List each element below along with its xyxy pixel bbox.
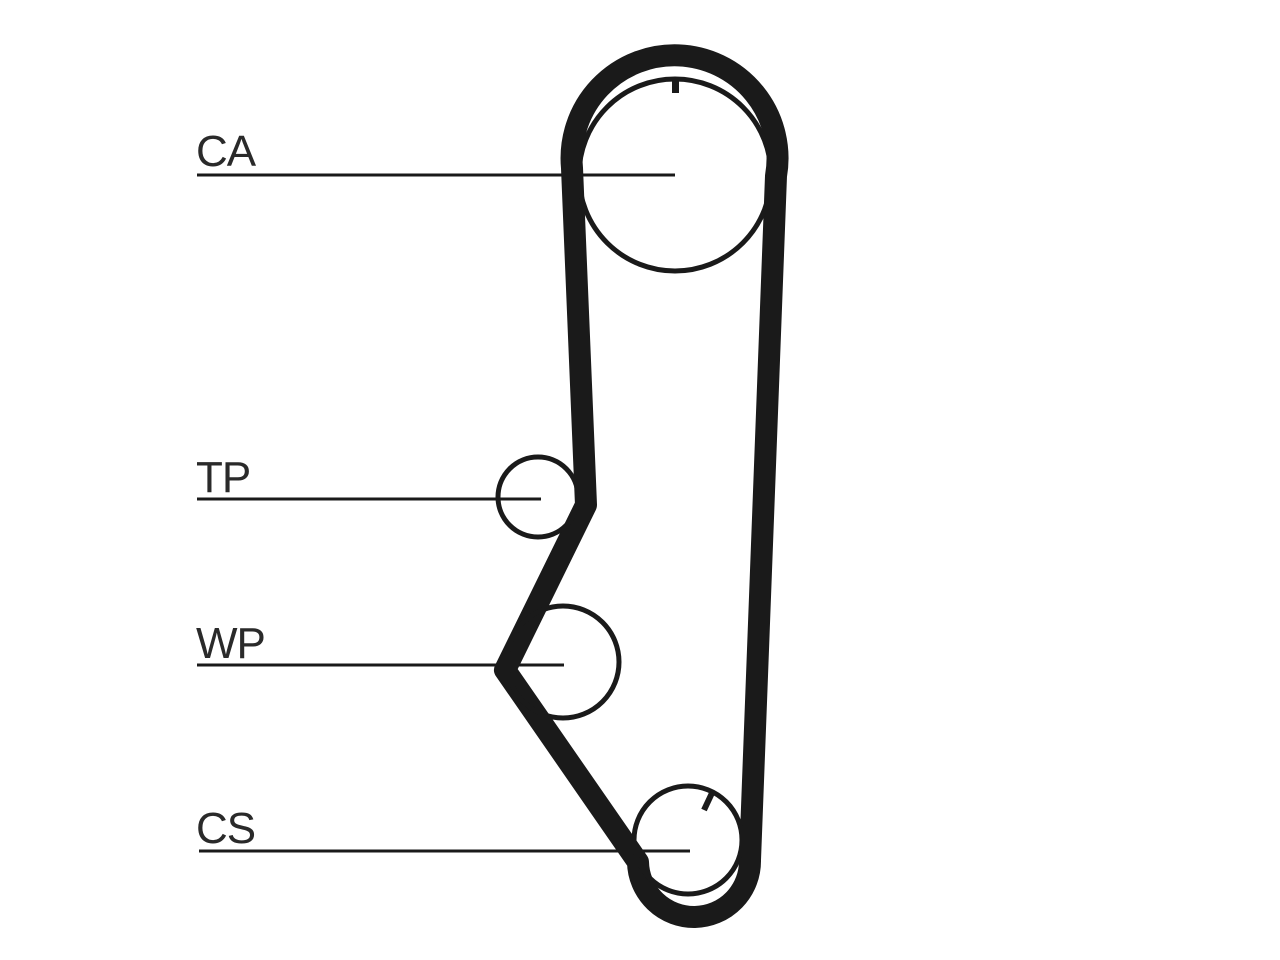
water-pump-pulley	[504, 603, 622, 721]
tensioner-pulley	[495, 454, 581, 540]
label-wp: WP	[196, 619, 265, 668]
camshaft-timing-mark	[672, 79, 679, 93]
label-tp: TP	[196, 453, 250, 502]
label-cs: CS	[196, 804, 255, 853]
timing-belt	[494, 44, 789, 928]
crankshaft-timing-mark	[701, 791, 715, 812]
crankshaft-pulley	[631, 783, 745, 897]
label-ca: CA	[196, 127, 257, 176]
